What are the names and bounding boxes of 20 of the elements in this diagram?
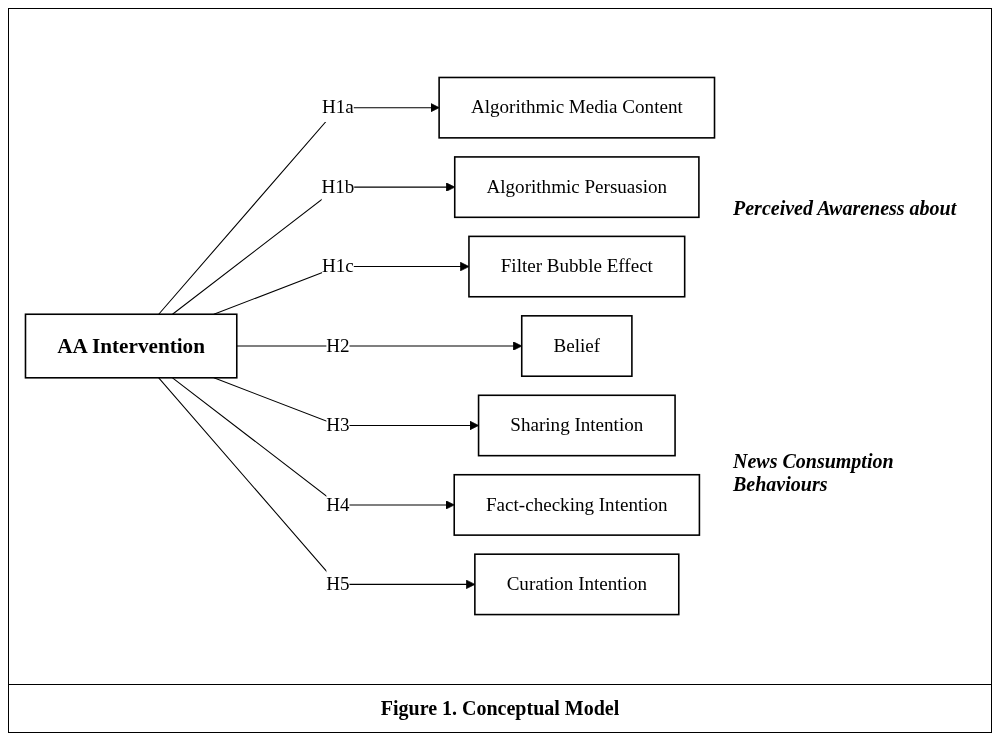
node-box: Algorithmic Media Content — [438, 77, 716, 140]
edge-label: H1b — [321, 176, 355, 198]
arrow — [158, 103, 440, 316]
node-box: Filter Bubble Effect — [468, 236, 686, 299]
edge-label: H1a — [322, 97, 354, 119]
node-box: Sharing Intention — [477, 394, 676, 457]
node-box: Algorithmic Persuasion — [453, 156, 700, 219]
edge-label: H5 — [326, 573, 350, 595]
node-box: Fact-checking Intention — [453, 474, 701, 537]
arrow — [171, 377, 455, 511]
edge-label: H1c — [322, 255, 354, 278]
node-box: AA Intervention — [24, 313, 238, 380]
node-box: Belief — [520, 315, 633, 378]
figure-caption: Figure 1. Conceptual Model — [9, 684, 991, 732]
edge-label: H4 — [326, 494, 350, 516]
group-heading: Perceived Awareness about — [733, 197, 958, 220]
edge-label: H3 — [326, 414, 350, 437]
node-box: Curation Intention — [474, 553, 680, 616]
group-heading: News Consumption Behaviours — [733, 450, 895, 496]
edge-label: H2 — [326, 335, 350, 357]
